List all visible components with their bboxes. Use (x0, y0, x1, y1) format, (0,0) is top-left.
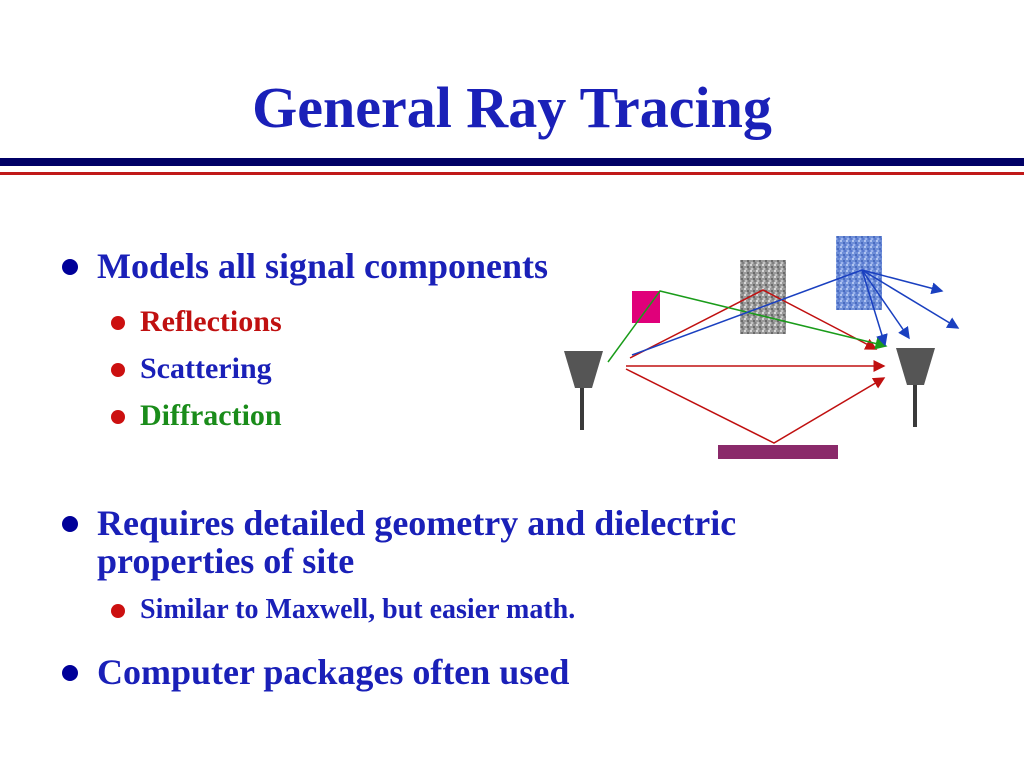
scatter-incident-ray (631, 269, 863, 356)
sub-bullet-text: Similar to Maxwell, but easier math. (140, 594, 576, 625)
sub-bullet-dot (111, 363, 125, 377)
bullet-text: Computer packages often used (97, 652, 570, 692)
transmitter-antenna-icon (564, 351, 603, 430)
sub-bullet-text: Reflections (140, 305, 282, 338)
scatter-ray-3 (861, 269, 910, 340)
ground-reflector (718, 445, 838, 459)
sub-bullet-dot (111, 316, 125, 330)
sub-bullet-text: Diffraction (140, 399, 282, 432)
wall-reflection-ray (629, 289, 878, 359)
diffraction-ray (607, 290, 888, 363)
bullet-dot (62, 259, 78, 275)
receiver-antenna-icon (896, 348, 935, 427)
ground-reflection-ray (625, 368, 886, 444)
scattering-surface-gray (740, 260, 786, 334)
title-divider-navy (0, 158, 1024, 166)
slide-title: General Ray Tracing (252, 75, 772, 140)
bullet-text: Models all signal components (97, 246, 549, 286)
sub-bullet-dot (111, 410, 125, 424)
bullet-text-line1: Requires detailed geometry and dielectri… (97, 503, 737, 543)
bullet-dot (62, 516, 78, 532)
scatter-ray-1 (861, 269, 944, 295)
bullet-text-line2: properties of site (97, 541, 355, 581)
sub-bullet-text: Scattering (140, 352, 272, 385)
bullet-dot (62, 665, 78, 681)
title-divider-red (0, 172, 1024, 175)
scatter-ray-4 (861, 269, 888, 347)
scatter-ray-2 (861, 269, 960, 329)
sub-bullet-dot (111, 604, 125, 618)
